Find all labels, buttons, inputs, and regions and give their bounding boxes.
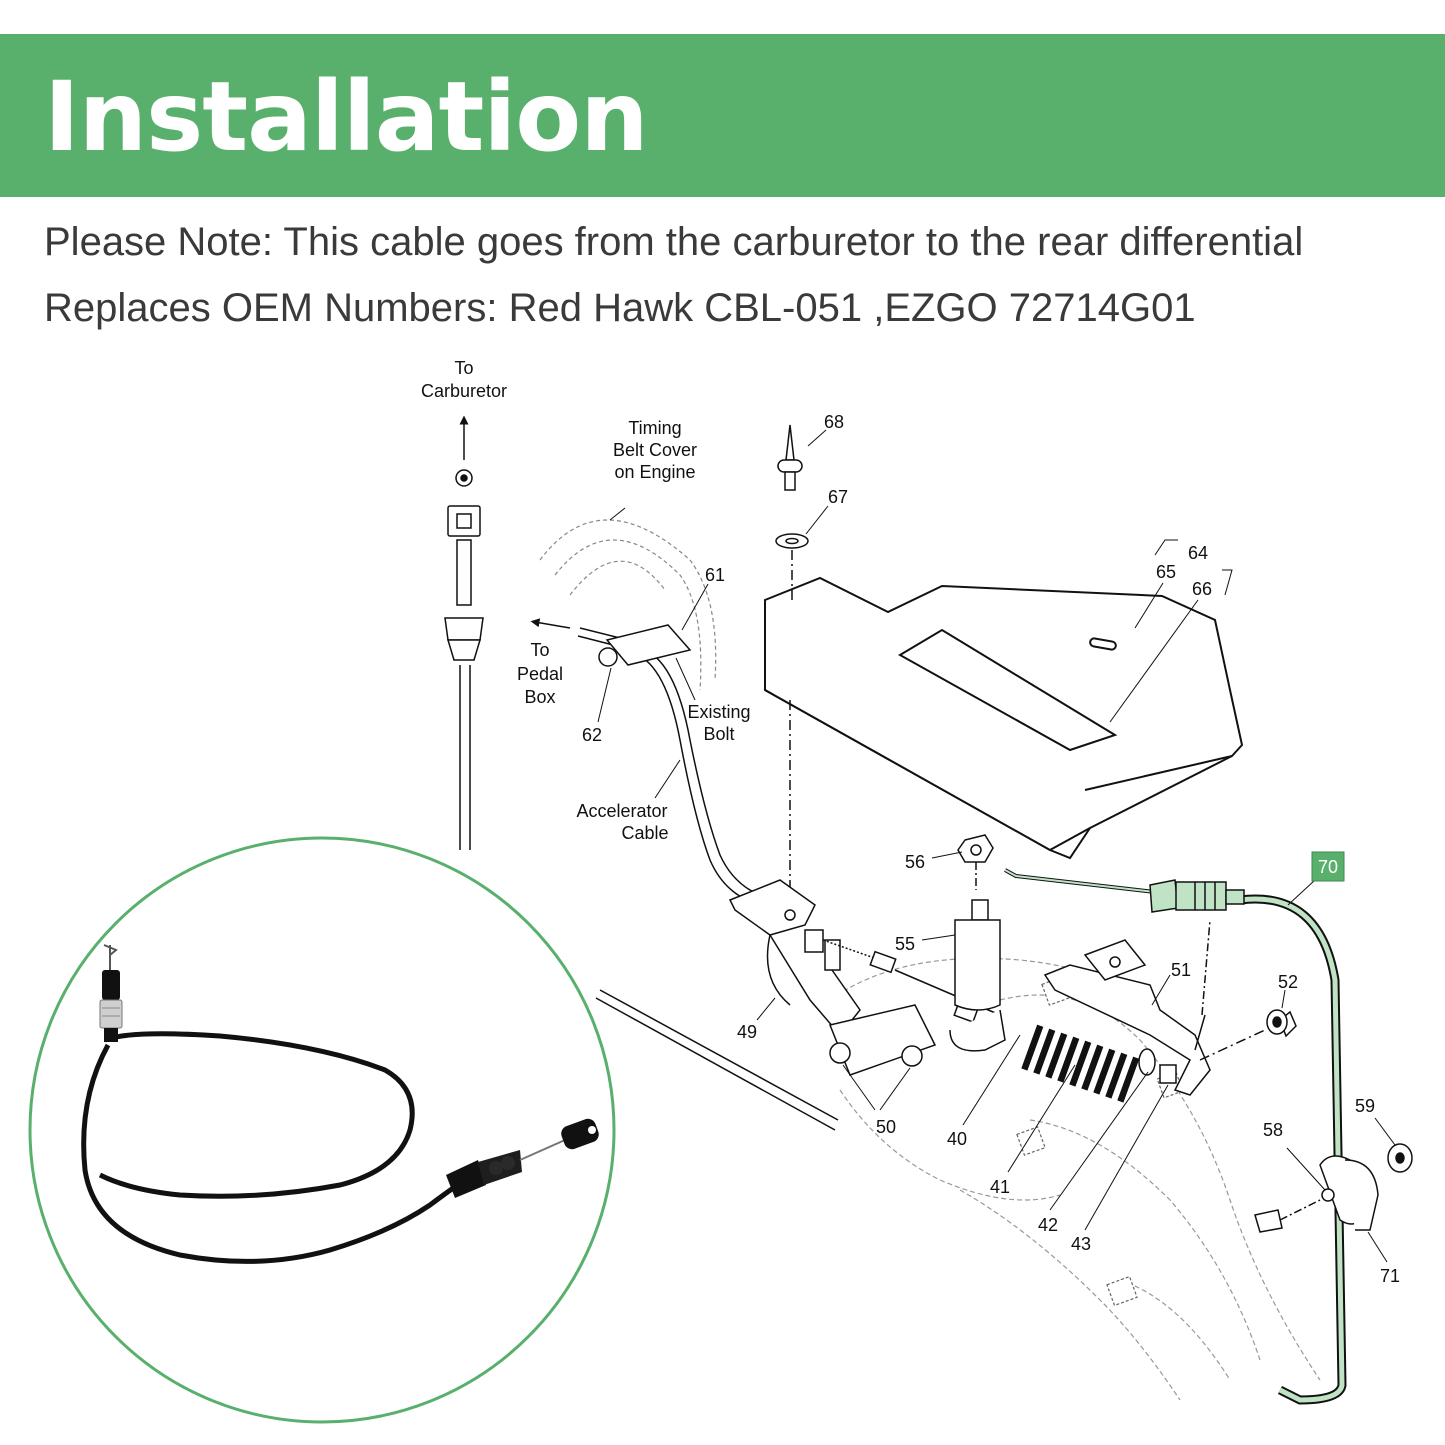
callout-to-pedal-box: To Pedal Box xyxy=(517,640,563,707)
part-number-61: 61 xyxy=(705,565,725,585)
svg-text:Accelerator: Accelerator xyxy=(576,801,667,821)
svg-text:Existing: Existing xyxy=(687,702,750,722)
carburetor-cable-end xyxy=(444,415,484,661)
svg-text:Belt Cover: Belt Cover xyxy=(613,440,697,460)
part-number-65: 65 xyxy=(1156,562,1176,582)
callout-to-carburetor: To Carburetor xyxy=(421,358,507,401)
rivet-68-washer-67 xyxy=(775,424,809,905)
part-number-66: 66 xyxy=(1192,579,1212,599)
engine-outline xyxy=(539,519,717,691)
bracket-49 xyxy=(728,879,937,1076)
note-carburetor: Please Note: This cable goes from the ca… xyxy=(44,220,1304,264)
callout-accelerator-cable: Accelerator Cable xyxy=(576,801,668,843)
svg-text:Carburetor: Carburetor xyxy=(421,381,507,401)
clamp-58-71 xyxy=(1254,1143,1413,1233)
svg-text:on Engine: on Engine xyxy=(614,462,695,482)
part-number-42: 42 xyxy=(1038,1215,1058,1235)
svg-text:To: To xyxy=(454,358,473,378)
part-number-50: 50 xyxy=(876,1117,896,1137)
nut-56-and-stud-55 xyxy=(954,834,1297,1061)
part-number-68: 68 xyxy=(824,412,844,432)
part-number-59: 59 xyxy=(1355,1096,1375,1116)
cover-plate xyxy=(764,576,1244,860)
part-number-51: 51 xyxy=(1171,960,1191,980)
accelerator-cable xyxy=(530,618,769,906)
page-title: Installation xyxy=(44,61,649,173)
svg-text:Timing: Timing xyxy=(628,418,681,438)
svg-text:To: To xyxy=(530,640,549,660)
callout-existing-bolt: Existing Bolt xyxy=(687,702,750,744)
title-banner: Installation xyxy=(0,34,1445,197)
part-number-58: 58 xyxy=(1263,1120,1283,1140)
part-number-43: 43 xyxy=(1071,1234,1091,1254)
svg-text:Pedal: Pedal xyxy=(517,664,563,684)
part-number-55: 55 xyxy=(895,934,915,954)
svg-text:70: 70 xyxy=(1318,857,1338,877)
part-number-labels: 68 67 64 65 66 61 62 56 55 49 51 52 50 4… xyxy=(582,412,1400,1286)
part-number-62: 62 xyxy=(582,725,602,745)
bracket-61 xyxy=(598,624,692,667)
part-number-40: 40 xyxy=(947,1129,967,1149)
svg-text:Box: Box xyxy=(524,687,555,707)
part-number-67: 67 xyxy=(828,487,848,507)
bracket-51 xyxy=(1043,919,1211,1096)
svg-text:Bolt: Bolt xyxy=(703,724,734,744)
part-number-71: 71 xyxy=(1380,1266,1400,1286)
leader-lines xyxy=(597,429,1396,1263)
highlighted-cable-70 xyxy=(1004,868,1347,1405)
callout-timing-belt: Timing Belt Cover on Engine xyxy=(613,418,697,482)
svg-text:Cable: Cable xyxy=(621,823,668,843)
part-number-70-badge: 70 xyxy=(1311,851,1345,882)
part-number-49: 49 xyxy=(737,1022,757,1042)
part-number-41: 41 xyxy=(990,1177,1010,1197)
carburetor-cable xyxy=(459,665,839,1131)
part-number-52: 52 xyxy=(1278,972,1298,992)
part-number-64: 64 xyxy=(1188,543,1208,563)
product-inset xyxy=(28,836,616,1424)
part-number-56: 56 xyxy=(905,852,925,872)
product-cable-photo xyxy=(81,944,599,1264)
note-oem-numbers: Replaces OEM Numbers: Red Hawk CBL-051 ,… xyxy=(44,286,1196,330)
